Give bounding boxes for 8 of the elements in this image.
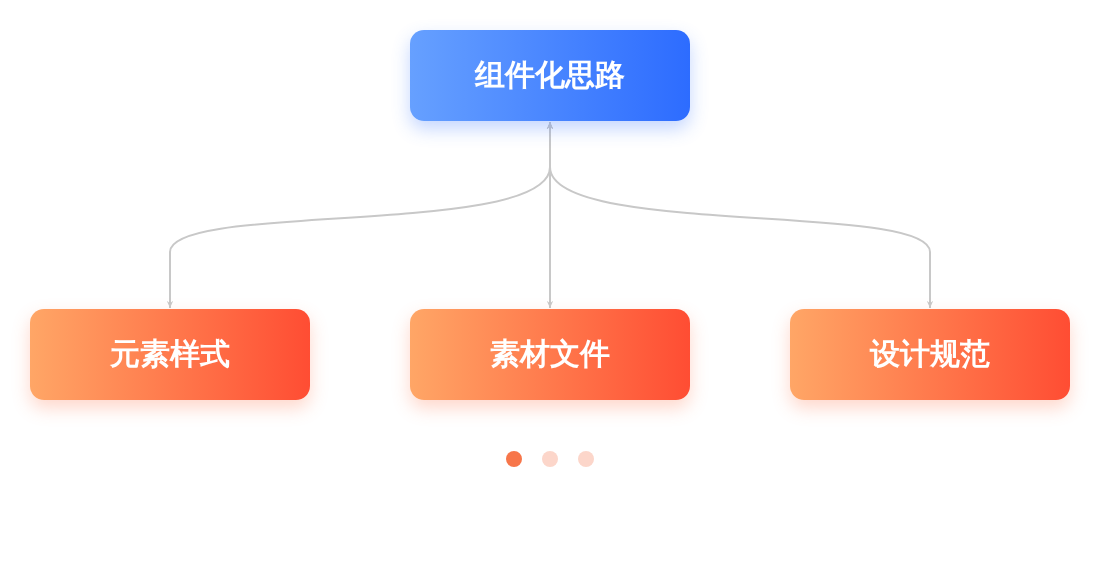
topic-box bbox=[410, 30, 690, 121]
topic-box bbox=[790, 309, 1070, 400]
topic-label: 设计规范 bbox=[870, 335, 990, 373]
topic-label: 素材文件 bbox=[490, 335, 610, 373]
topic-label: 组件化思路 bbox=[475, 56, 625, 94]
topic-box bbox=[30, 309, 310, 400]
topic-box bbox=[410, 309, 690, 400]
topic-label: 元素样式 bbox=[110, 335, 230, 373]
